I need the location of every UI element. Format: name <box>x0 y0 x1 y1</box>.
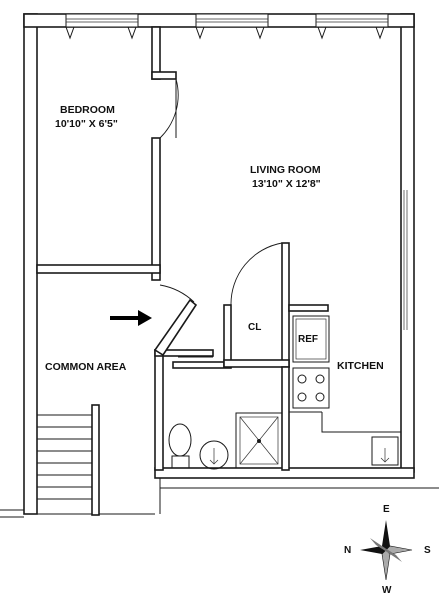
living-room-dims: 13'10" X 12'8" <box>252 178 321 190</box>
bedroom-dims: 10'10" X 6'5" <box>55 118 118 130</box>
bathroom-fixtures <box>168 412 283 470</box>
closet-label: CL <box>248 322 261 333</box>
bedroom-name: BEDROOM <box>60 104 115 116</box>
side-window <box>403 190 408 330</box>
stairs <box>37 404 100 516</box>
refrigerator-label: REF <box>298 334 318 345</box>
compass-west-label: W <box>382 585 392 596</box>
living-room-name: LIVING ROOM <box>250 164 321 176</box>
compass-north-label: N <box>344 545 351 556</box>
kitchen-name: KITCHEN <box>337 360 384 372</box>
common-area-name: COMMON AREA <box>45 361 127 373</box>
doors <box>153 78 283 363</box>
compass-south-label: S <box>424 545 431 556</box>
compass-east-label: E <box>383 504 390 515</box>
windows <box>65 13 389 40</box>
interior-walls <box>36 26 329 471</box>
compass-rose-icon <box>360 520 413 581</box>
arrow-icon <box>110 310 152 326</box>
kitchen-fixtures <box>289 315 401 466</box>
